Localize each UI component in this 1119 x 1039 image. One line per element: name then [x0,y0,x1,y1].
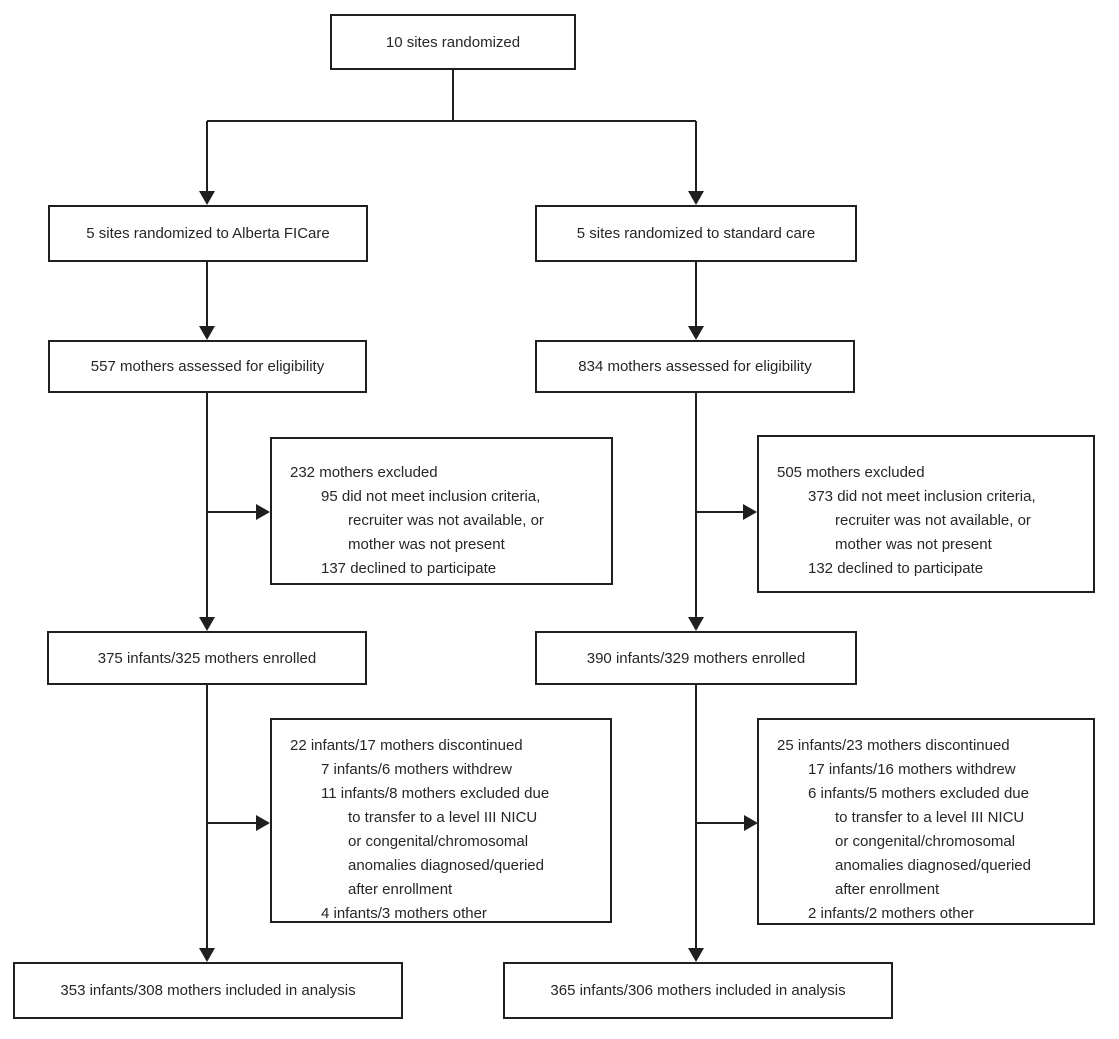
arrowhead-right-icon [256,815,270,831]
arrowhead-right-icon [256,504,270,520]
box-standard-enrolled-label: 390 infants/329 mothers enrolled [586,649,806,667]
arrowhead-down-icon [199,617,215,631]
box-standard-analysis-label: 365 infants/306 mothers included in anal… [550,982,846,999]
detail-line: 505 mothers excluded [777,464,925,481]
box-ficare-assessed: 557 mothers assessed for eligibility [48,340,367,393]
box-standard-discontinued: 25 infants/23 mothers discontinued 17 in… [757,718,1095,925]
detail-line: 22 infants/17 mothers discontinued [290,737,523,754]
detail-line: mother was not present [835,536,992,553]
arrowhead-down-icon [199,326,215,340]
detail-line: to transfer to a level III NICU [348,809,538,826]
detail-line: 17 infants/16 mothers withdrew [808,761,1016,778]
box-ficare-enrolled-label: 375 infants/325 mothers enrolled [97,649,317,667]
box-ficare-analysis: 353 infants/308 mothers included in anal… [13,962,403,1019]
detail-line: 6 infants/5 mothers excluded due [808,785,1029,802]
detail-line: 7 infants/6 mothers withdrew [321,761,512,778]
arrowhead-down-icon [199,191,215,205]
arrowhead-right-icon [743,504,757,520]
box-standard-enrolled: 390 infants/329 mothers enrolled [535,631,857,685]
arrowhead-down-icon [688,617,704,631]
detail-line: anomalies diagnosed/queried [348,857,544,874]
detail-line: 4 infants/3 mothers other [321,905,487,922]
detail-line: 132 declined to participate [808,560,984,577]
box-standard-assessed-label: 834 mothers assessed for eligibility [578,358,812,375]
box-ficare-randomized-label: 5 sites randomized to Alberta FICare [86,225,330,242]
detail-line: or congenital/chromosomal [348,833,529,850]
detail-line: recruiter was not available, or [835,512,1031,529]
detail-line: 25 infants/23 mothers discontinued [777,737,1010,754]
arrowhead-down-icon [199,948,215,962]
box-standard-randomized: 5 sites randomized to standard care [535,205,857,262]
detail-line: 232 mothers excluded [290,464,438,481]
arrowhead-down-icon [688,191,704,205]
detail-line: 95 did not meet inclusion criteria, [321,488,541,505]
detail-line: 2 infants/2 mothers other [808,905,974,922]
box-ficare-assessed-label: 557 mothers assessed for eligibility [90,358,325,375]
box-ficare-discontinued: 22 infants/17 mothers discontinued 7 inf… [270,718,612,923]
box-standard-randomized-label: 5 sites randomized to standard care [576,225,816,242]
box-standard-analysis: 365 infants/306 mothers included in anal… [503,962,893,1019]
box-ficare-analysis-label: 353 infants/308 mothers included in anal… [60,982,356,999]
detail-line: mother was not present [348,536,505,553]
arrowhead-right-icon [744,815,758,831]
detail-line: or congenital/chromosomal [835,833,1016,850]
detail-line: anomalies diagnosed/queried [835,857,1031,874]
box-ficare-enrolled: 375 infants/325 mothers enrolled [47,631,367,685]
box-standard-assessed: 834 mothers assessed for eligibility [535,340,855,393]
box-ficare-randomized: 5 sites randomized to Alberta FICare [48,205,368,262]
box-sites-randomized: 10 sites randomized [330,14,576,70]
box-standard-excluded: 505 mothers excluded 373 did not meet in… [757,435,1095,593]
detail-line: to transfer to a level III NICU [835,809,1025,826]
box-sites-randomized-label: 10 sites randomized [385,33,521,51]
detail-line: recruiter was not available, or [348,512,544,529]
detail-line: 137 declined to participate [321,560,497,577]
box-ficare-excluded: 232 mothers excluded 95 did not meet inc… [270,437,613,585]
arrowhead-down-icon [688,326,704,340]
detail-line: after enrollment [348,881,453,898]
arrowhead-down-icon [688,948,704,962]
detail-line: after enrollment [835,881,940,898]
detail-line: 373 did not meet inclusion criteria, [808,488,1036,505]
detail-line: 11 infants/8 mothers excluded due [321,785,550,802]
